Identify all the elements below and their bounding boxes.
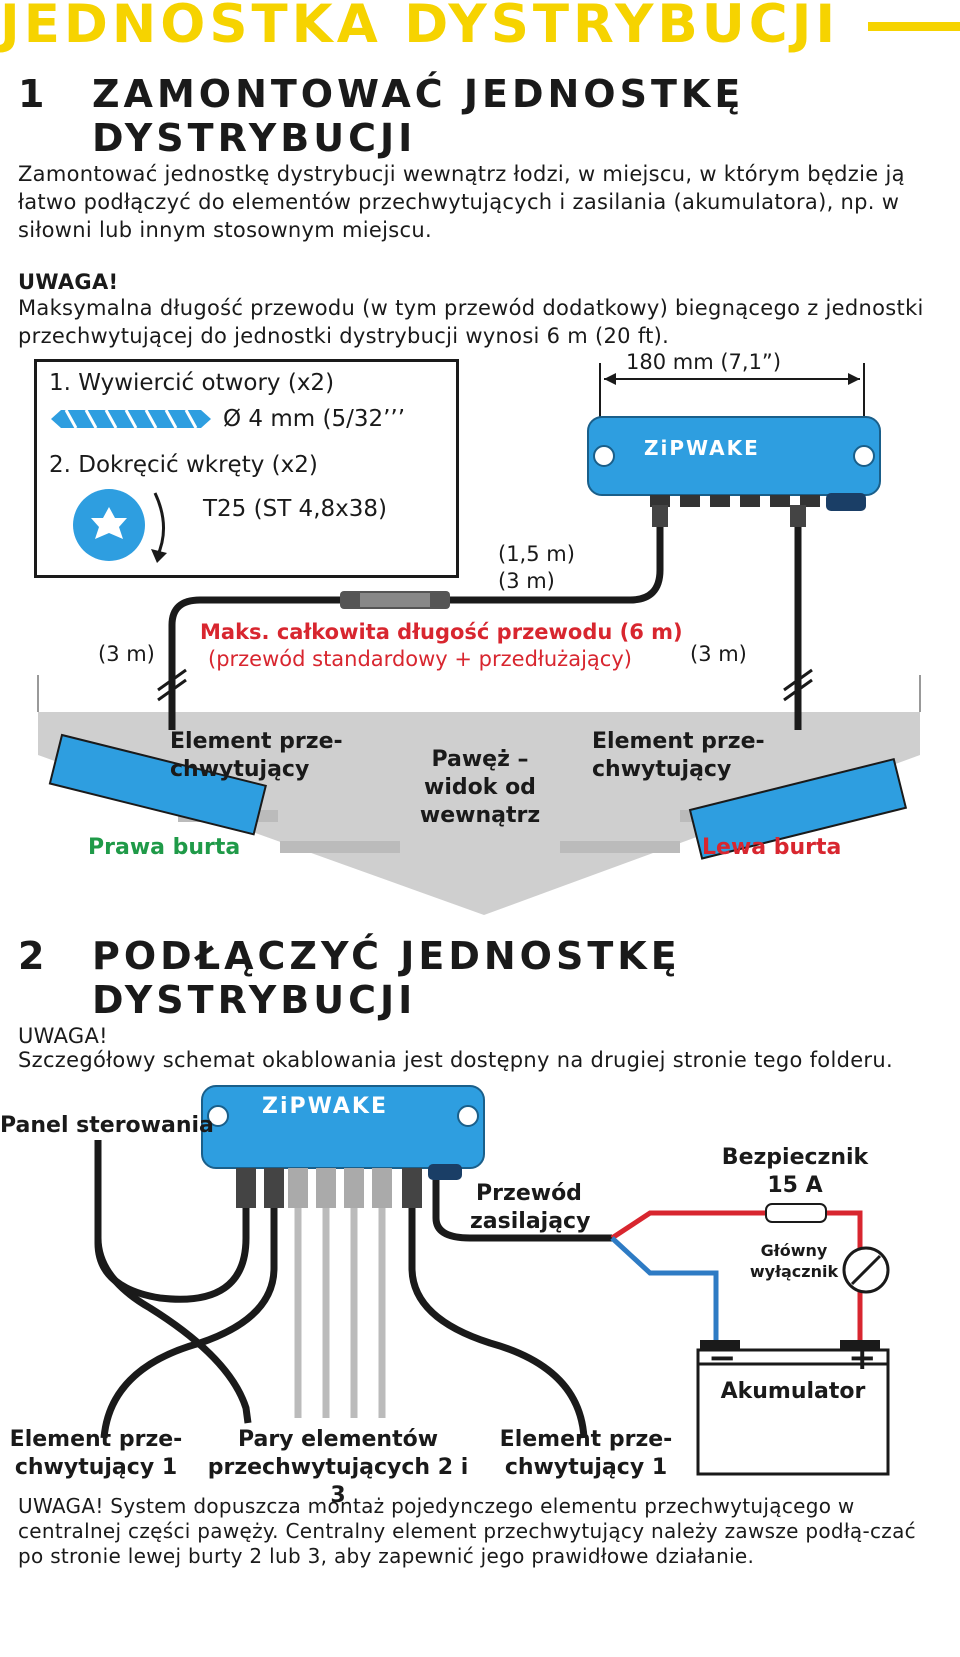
wiring-diagram [94, 1085, 890, 1476]
section2-note-label: UWAGA! [18, 1024, 108, 1048]
step-drill-label: 1. Wywiercić otwory (x2) [49, 370, 335, 396]
starboard-label: Prawa burta [88, 835, 241, 860]
interceptor-pairs-label: Pary elementów przechwytujących 2 i 3 [207, 1427, 469, 1508]
interceptor-right-label: Element prze- chwytujący 1 [499, 1427, 673, 1480]
battery-icon [696, 1362, 890, 1476]
fuse-icon [765, 1203, 827, 1223]
max-length-label: Maks. całkowita długość przewodu (6 m) [200, 620, 683, 644]
transom-shape [38, 712, 920, 915]
distribution-unit [587, 416, 881, 496]
transom-view-label: Pawęż – widok od wewnątrz [419, 747, 541, 828]
section2-title: PODŁĄCZYĆ JEDNOSTKĘ DYSTRYBUCJI [92, 934, 681, 1022]
drill-size-label: Ø 4 mm (5/32’’’ [223, 406, 406, 432]
section1-note-label: UWAGA! [18, 270, 119, 294]
battery-plus: + [848, 1338, 877, 1378]
starboard-interceptor [48, 733, 267, 836]
title-accent-bar [868, 22, 960, 31]
main-switch-label: Główny wyłącznik [749, 1241, 839, 1281]
control-panel-label: Panel sterowania [0, 1113, 214, 1138]
battery-minus: − [708, 1338, 737, 1378]
unit-brand-label: ZiPWAKE [644, 436, 760, 460]
screw-size-label: T25 (ST 4,8x38) [203, 496, 387, 522]
section1-note-text: Maksymalna długość przewodu (w tym przew… [18, 296, 924, 348]
port-interceptor [688, 757, 908, 860]
starboard-cable-length: (3 m) [98, 642, 155, 666]
section1-number: 1 [18, 72, 49, 116]
port-element-label: Element prze- chwytujący [592, 729, 765, 782]
cable-length-1: (1,5 m) [498, 542, 575, 566]
page-title: JEDNOSTKA DYSTRYBUCJI [0, 0, 840, 55]
step-screw-label: 2. Dokręcić wkręty (x2) [49, 452, 318, 478]
section1-heading: 1 ZAMONTOWAĆ JEDNOSTKĘ DYSTRYBUCJI [18, 72, 918, 162]
footer-note: UWAGA! System dopuszcza montaż pojedyncz… [18, 1494, 916, 1568]
cable-length-2: (3 m) [498, 569, 555, 593]
drill-bit-icon [51, 409, 211, 429]
port-label: Lewa burta [702, 835, 842, 860]
max-length-sub: (przewód standardowy + przedłużający) [208, 647, 632, 671]
section1-title: ZAMONTOWAĆ JEDNOSTKĘ DYSTRYBUCJI [92, 72, 745, 160]
power-cable-label: Przewód zasilający [470, 1181, 591, 1234]
unit2-brand-label: ZiPWAKE [262, 1094, 388, 1119]
distribution-unit-2 [201, 1085, 485, 1169]
section1-body: Zamontować jednostkę dystrybucji wewnątr… [18, 162, 905, 242]
torx-screw-icon [73, 489, 167, 563]
transom-diagram [37, 363, 921, 915]
mounting-instructions-box: 1. Wywiercić otwory (x2) Ø 4 mm (5/32’’’… [34, 359, 459, 578]
starboard-element-label: Element prze- chwytujący [170, 729, 343, 782]
port-cable-length: (3 m) [690, 642, 747, 666]
unit-width-label: 180 mm (7,1”) [626, 350, 782, 374]
section2-number: 2 [18, 934, 49, 978]
section2-note-text: Szczegółowy schemat okablowania jest dos… [18, 1048, 893, 1072]
fuse-label: Bezpiecznik 15 A [721, 1145, 869, 1198]
battery-label: Akumulator [720, 1379, 866, 1404]
section2-heading: 2 PODŁĄCZYĆ JEDNOSTKĘ DYSTRYBUCJI [18, 934, 918, 1024]
interceptor-left-label: Element prze- chwytujący 1 [9, 1427, 183, 1480]
